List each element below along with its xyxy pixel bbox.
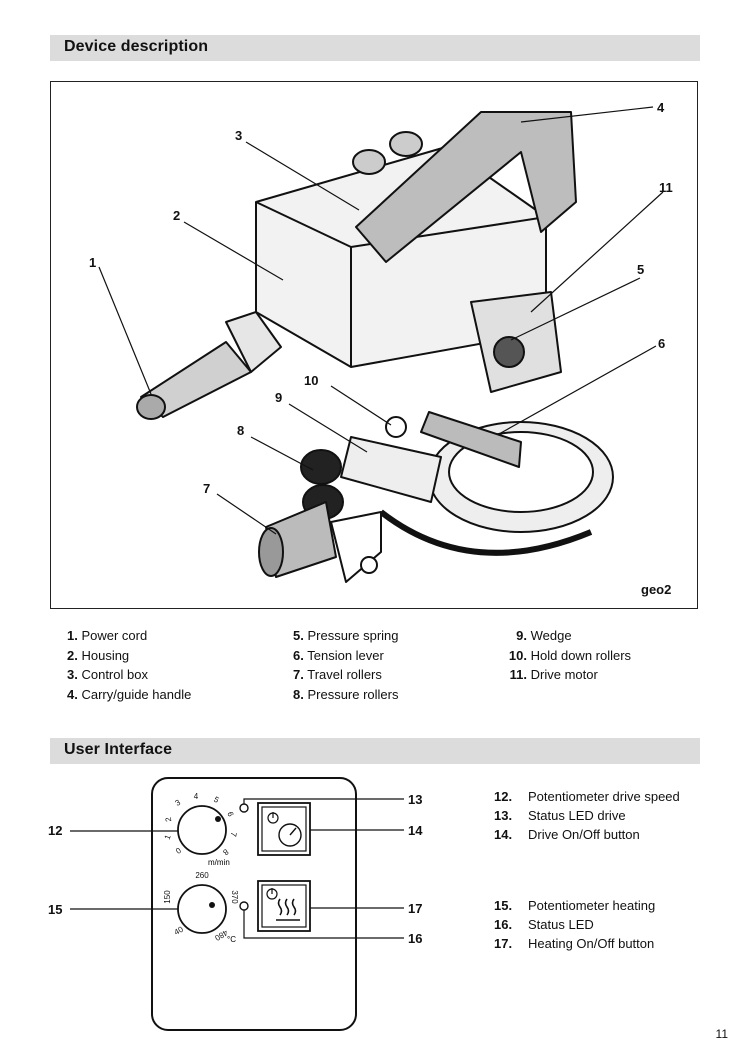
speed-potentiometer: 0 1 2 3 4 5 6 7 8 m/min	[163, 792, 239, 867]
callout-12: 12	[48, 823, 62, 838]
legend-item: 11. Drive motor	[509, 667, 598, 682]
device-drawing: 1 2 3 4 5 6 7 8 9 10 11 geo2	[89, 100, 673, 597]
legend-item: 5. Pressure spring	[293, 628, 399, 643]
section-title: User Interface	[64, 741, 173, 758]
callout-11: 11	[659, 180, 673, 195]
drive-on-off-button[interactable]	[257, 802, 311, 856]
legend-column-2: 5. Pressure spring 6. Tension lever 7. T…	[293, 626, 399, 704]
heat-tick-3: 370	[230, 890, 239, 904]
callout-14: 14	[408, 823, 423, 838]
callout-1: 1	[89, 255, 96, 270]
speed-tick-8: 8	[221, 847, 231, 857]
callout-5: 5	[637, 262, 644, 277]
speed-unit: m/min	[208, 858, 230, 867]
legend-item: 4. Carry/guide handle	[67, 686, 192, 702]
heat-unit: °C	[227, 935, 236, 944]
speed-tick-1: 1	[163, 833, 173, 841]
section-title: Device description	[64, 38, 209, 55]
speed-tick-0: 0	[174, 846, 183, 856]
legend-column-1: 1. Power cord 2. Housing 3. Control box …	[67, 626, 191, 704]
heating-on-off-button[interactable]	[257, 880, 311, 932]
speed-tick-3: 3	[174, 798, 183, 808]
callout-2: 2	[173, 208, 180, 223]
legend-item: 10. Hold down rollers	[508, 647, 632, 663]
speed-tick-7: 7	[229, 831, 239, 837]
speed-tick-2: 2	[164, 816, 174, 822]
legend-item: 2. Housing	[67, 647, 130, 663]
status-led-drive	[239, 803, 249, 813]
legend-item: 1. Power cord	[67, 628, 148, 643]
callout-8: 8	[237, 423, 244, 438]
legend-item: 9. Wedge	[516, 628, 572, 643]
callout-9: 9	[275, 390, 282, 405]
speed-tick-5: 5	[212, 795, 221, 805]
heating-icon	[276, 898, 300, 921]
legend-item: 3. Control box	[67, 667, 148, 682]
callout-15: 15	[48, 902, 62, 917]
page-number: 11	[715, 1027, 728, 1041]
callout-16: 16	[408, 931, 422, 946]
speed-tick-6: 6	[225, 811, 235, 819]
section-header-device-description: Device description	[50, 35, 700, 61]
status-led-heating	[239, 901, 249, 911]
ui-legend: 12.Potentiometer drive speed 13.Status L…	[494, 789, 680, 951]
figure-code: geo2	[641, 582, 671, 597]
legend-item: 6. Tension lever	[293, 647, 384, 663]
legend-column-3: 9. Wedge 10. Hold down rollers 11. Drive…	[503, 626, 631, 685]
heat-tick-1: 150	[163, 890, 172, 904]
heat-tick-2: 260	[195, 871, 209, 880]
legend-item: 7. Travel rollers	[293, 667, 382, 682]
callout-7: 7	[203, 481, 210, 496]
callout-10: 10	[304, 373, 318, 388]
speed-tick-4: 4	[194, 792, 199, 801]
control-panel-drawing: 0 1 2 3 4 5 6 7 8 m/min 40 150 260 370 4…	[48, 777, 423, 1031]
callout-4: 4	[657, 100, 665, 115]
section-header-user-interface: User Interface	[50, 738, 700, 764]
callout-3: 3	[235, 128, 242, 143]
callout-17: 17	[408, 901, 422, 916]
legend-item: 8. Pressure rollers	[293, 686, 399, 702]
callout-13: 13	[408, 792, 422, 807]
device-figure: 1 2 3 4 5 6 7 8 9 10 11 geo2	[50, 81, 698, 609]
callout-6: 6	[658, 336, 665, 351]
